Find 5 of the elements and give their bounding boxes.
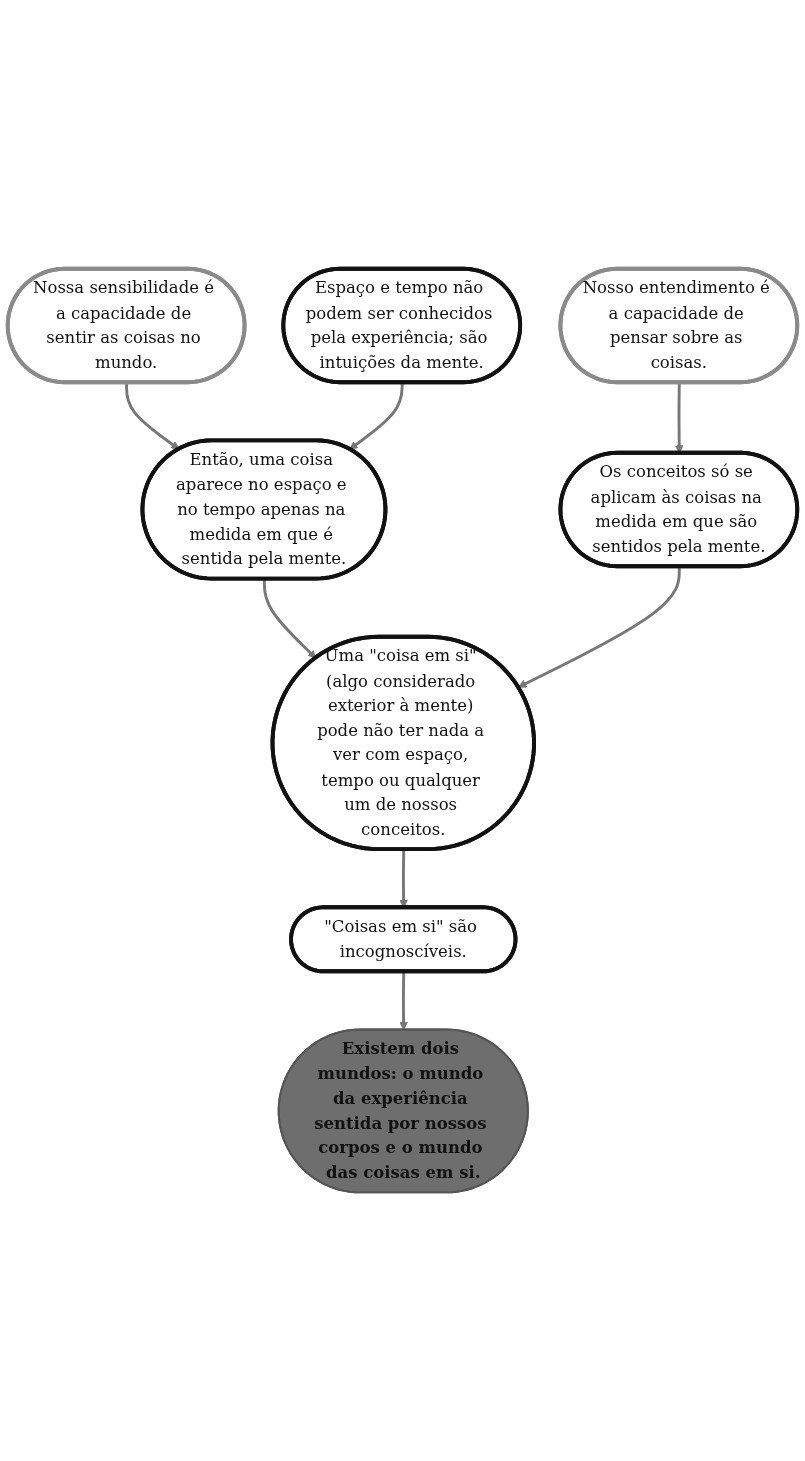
arrow <box>399 971 408 1031</box>
arrow <box>518 566 681 688</box>
arrow <box>262 578 317 659</box>
arrow <box>125 382 180 450</box>
arrow <box>349 382 404 450</box>
